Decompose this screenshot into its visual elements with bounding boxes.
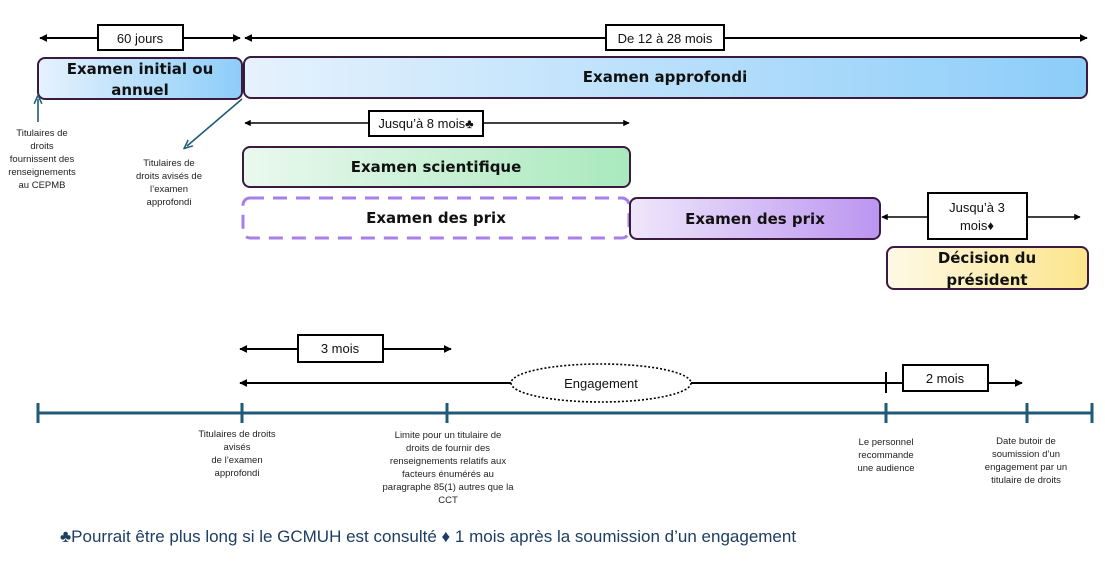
svg-text:engagement par un: engagement par un <box>985 462 1067 473</box>
engagement-label: Engagement <box>564 376 638 391</box>
span-up-to-3-months-line1: Jusqu’à 3 <box>949 200 1005 215</box>
bar-price-review-dashed: Examen des prix <box>241 196 631 240</box>
footnote: ♣Pourrait être plus long si le GCMUH est… <box>60 527 796 546</box>
bar-deep-review: Examen approfondi <box>243 56 1088 99</box>
svg-text:Titulaires de: Titulaires de <box>16 128 67 139</box>
bar-initial-review-line2: annuel <box>111 81 168 99</box>
svg-text:Titulaires de: Titulaires de <box>143 158 194 169</box>
notified-arrow <box>187 98 243 146</box>
span-12-28-months-label: De 12 à 28 mois <box>618 31 713 46</box>
span-60-days: 60 jours <box>39 24 241 51</box>
svg-text:facteurs énumérés au: facteurs énumérés au <box>402 469 494 480</box>
timeline-axis <box>36 403 1094 423</box>
svg-text:Titulaires de droits: Titulaires de droits <box>198 429 276 440</box>
bar-initial-review: Examen initial ou annuel <box>37 57 243 100</box>
note-notified-deep-review: Titulaires de droits avisés de l’examen … <box>136 158 202 208</box>
bar-price-review-dashed-label: Examen des prix <box>366 209 506 227</box>
svg-text:paragraphe 85(1) autres que la: paragraphe 85(1) autres que la <box>383 482 515 493</box>
span-up-to-3-months-line2: mois♦ <box>960 218 994 233</box>
svg-text:droits: droits <box>30 141 53 152</box>
span-up-to-8-months: Jusqu’à 8 mois♣ <box>244 110 630 137</box>
svg-text:soumission d’un: soumission d’un <box>992 449 1060 460</box>
svg-text:Le personnel: Le personnel <box>859 437 914 448</box>
bar-initial-review-line1: Examen initial ou <box>67 60 214 78</box>
span-3-months: 3 mois <box>239 334 452 363</box>
svg-text:titulaire de droits: titulaire de droits <box>991 475 1061 486</box>
span-engagement: Engagement <box>239 363 887 403</box>
bar-deep-review-label: Examen approfondi <box>583 68 747 86</box>
span-3-months-label: 3 mois <box>321 341 360 356</box>
svg-text:au CEPMB: au CEPMB <box>19 180 66 191</box>
span-60-days-label: 60 jours <box>117 31 164 46</box>
note-provide-info: Titulaires de droits fournissent des ren… <box>8 128 76 191</box>
bar-scientific-review-label: Examen scientifique <box>351 158 522 176</box>
bar-chairperson-decision: Décision du président <box>886 246 1089 290</box>
bar-price-review: Examen des prix <box>629 197 881 240</box>
span-up-to-8-months-label: Jusqu’à 8 mois♣ <box>378 116 474 131</box>
svg-text:Limite pour un titulaire de: Limite pour un titulaire de <box>395 430 502 441</box>
svg-text:Date butoir de: Date butoir de <box>996 436 1056 447</box>
bar-scientific-review: Examen scientifique <box>242 146 631 188</box>
svg-text:approfondi: approfondi <box>215 468 260 479</box>
bar-price-review-label: Examen des prix <box>685 210 825 228</box>
svg-text:avisés: avisés <box>224 442 251 453</box>
bar-chairperson-decision-line1: Décision du <box>938 249 1036 267</box>
timeline-label-deadline: Date butoir de soumission d’un engagemen… <box>985 436 1067 486</box>
timeline-label-notified: Titulaires de droits avisés de l’examen … <box>198 429 276 479</box>
timeline-label-hearing: Le personnel recommande une audience <box>857 437 914 474</box>
svg-text:l’examen: l’examen <box>150 184 188 195</box>
svg-text:droits avisés de: droits avisés de <box>136 171 202 182</box>
timeline-label-info-limit: Limite pour un titulaire de droits de fo… <box>383 430 515 506</box>
svg-text:CCT: CCT <box>438 495 458 506</box>
svg-text:fournissent des: fournissent des <box>10 154 75 165</box>
svg-text:droits de fournir des: droits de fournir des <box>406 443 490 454</box>
svg-text:approfondi: approfondi <box>147 197 192 208</box>
svg-text:renseignements relatifs aux: renseignements relatifs aux <box>390 456 506 467</box>
svg-text:de l’examen: de l’examen <box>211 455 262 466</box>
span-2-months: 2 mois <box>886 364 1023 392</box>
svg-text:une audience: une audience <box>857 463 914 474</box>
span-2-months-label: 2 mois <box>926 371 965 386</box>
svg-text:recommande: recommande <box>858 450 913 461</box>
bar-chairperson-decision-line2: président <box>946 271 1027 289</box>
span-12-28-months: De 12 à 28 mois <box>244 24 1088 51</box>
span-up-to-3-months: Jusqu’à 3 mois♦ <box>881 192 1081 240</box>
svg-text:renseignements: renseignements <box>8 167 76 178</box>
